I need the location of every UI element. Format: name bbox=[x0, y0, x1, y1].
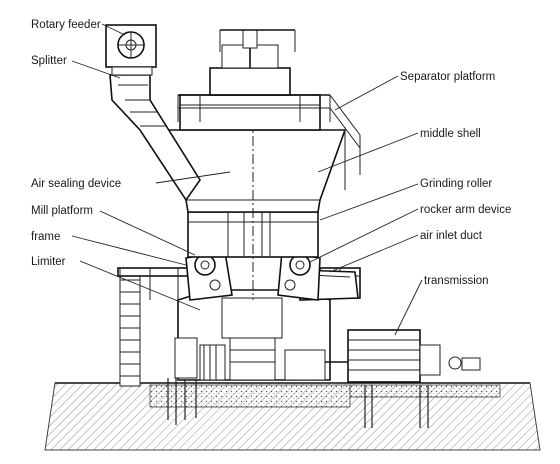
label-mill-platform: Mill platform bbox=[31, 205, 93, 217]
separator-platform-railing bbox=[177, 29, 361, 190]
transmission-motor bbox=[325, 329, 481, 383]
leader-lines bbox=[71, 23, 423, 336]
access-ladder bbox=[119, 267, 141, 387]
splitter-chute bbox=[109, 74, 201, 202]
rotary-feeder bbox=[105, 24, 157, 76]
label-air-sealing-device: Air sealing device bbox=[31, 178, 121, 190]
label-middle-shell: middle shell bbox=[420, 128, 481, 140]
label-rotary-feeder: Rotary feeder bbox=[31, 19, 101, 31]
mill-base-housing bbox=[174, 289, 331, 381]
label-frame: frame bbox=[31, 231, 60, 243]
separator-top bbox=[179, 29, 321, 131]
label-separator-platform: Separator platform bbox=[400, 71, 495, 83]
label-splitter: Splitter bbox=[31, 55, 67, 67]
ground-foundation bbox=[44, 382, 541, 451]
label-rocker-arm-device: rocker arm device bbox=[420, 204, 511, 216]
anchor-bolts bbox=[167, 378, 429, 428]
label-grinding-roller: Grinding roller bbox=[420, 178, 492, 190]
label-transmission: transmission bbox=[424, 275, 489, 287]
label-air-inlet-duct: air inlet duct bbox=[420, 230, 483, 242]
label-limiter: Limiter bbox=[31, 256, 66, 268]
callout-labels: Rotary feeder Splitter Separator platfor… bbox=[31, 19, 511, 287]
